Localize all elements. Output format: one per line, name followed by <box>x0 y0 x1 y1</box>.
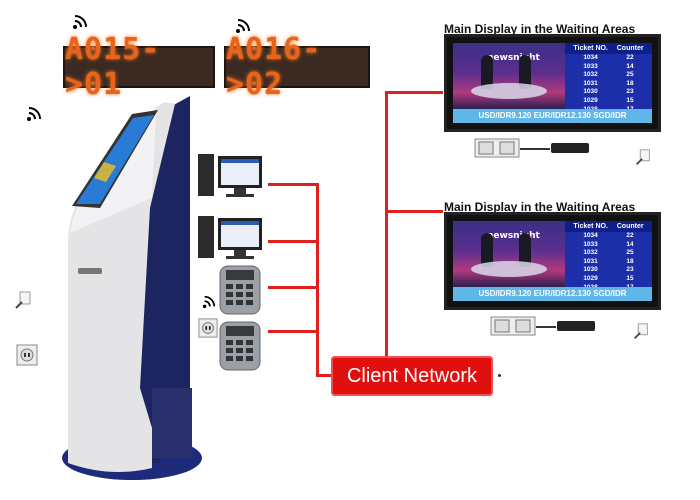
connector-line <box>520 148 550 150</box>
table-header: Ticket NO. <box>573 45 608 52</box>
connector-line <box>385 91 388 357</box>
keypad-icon <box>219 265 261 315</box>
ticker-bar: USD/IDR9.120 EUR/IDR12.130 SGD/IDR <box>453 287 652 301</box>
power-socket-icon <box>16 344 38 366</box>
power-socket-icon <box>490 316 536 336</box>
table-header: Ticket NO. <box>573 223 608 230</box>
kiosk-image <box>62 96 202 480</box>
media-player-icon <box>557 321 595 331</box>
wifi-icon <box>235 18 251 38</box>
wall-plug-icon <box>633 323 648 340</box>
keypad-icon <box>219 321 261 371</box>
studio-image: newsnight <box>453 221 565 287</box>
connector-line <box>536 326 556 328</box>
media-player-icon <box>551 143 589 153</box>
client-network-button[interactable]: Client Network <box>331 356 493 396</box>
dot-marker <box>498 374 501 377</box>
table-header: Counter <box>616 223 644 230</box>
connector-line <box>316 374 332 377</box>
brand-logo: newsnight <box>487 53 540 63</box>
led-display-1: A015->01 <box>63 32 215 102</box>
studio-image: newsnight <box>453 43 565 109</box>
wifi-icon <box>26 106 42 126</box>
connector-line <box>268 240 318 243</box>
display-caption-2: Main Display in the Waiting Areas <box>444 200 636 214</box>
wall-plug-icon <box>15 291 31 309</box>
power-socket-icon <box>198 318 218 338</box>
display-caption-1: Main Display in the Waiting Areas <box>444 22 636 36</box>
led-display-2: A016->02 <box>224 32 370 102</box>
connector-line <box>385 91 443 94</box>
wall-plug-icon <box>635 149 650 166</box>
connector-line <box>268 286 318 289</box>
wifi-icon <box>202 294 216 313</box>
table-header: Counter <box>616 45 644 52</box>
connector-line <box>385 210 443 213</box>
wifi-icon <box>72 14 88 34</box>
connector-line <box>268 330 318 333</box>
ticker-bar: USD/IDR9.120 EUR/IDR12.130 SGD/IDR <box>453 109 652 123</box>
brand-logo: newsnight <box>487 231 540 241</box>
connector-line <box>316 183 319 376</box>
connector-line <box>268 183 318 186</box>
pc-icon <box>198 154 262 197</box>
power-socket-icon <box>474 138 520 158</box>
pc-icon <box>198 216 262 259</box>
